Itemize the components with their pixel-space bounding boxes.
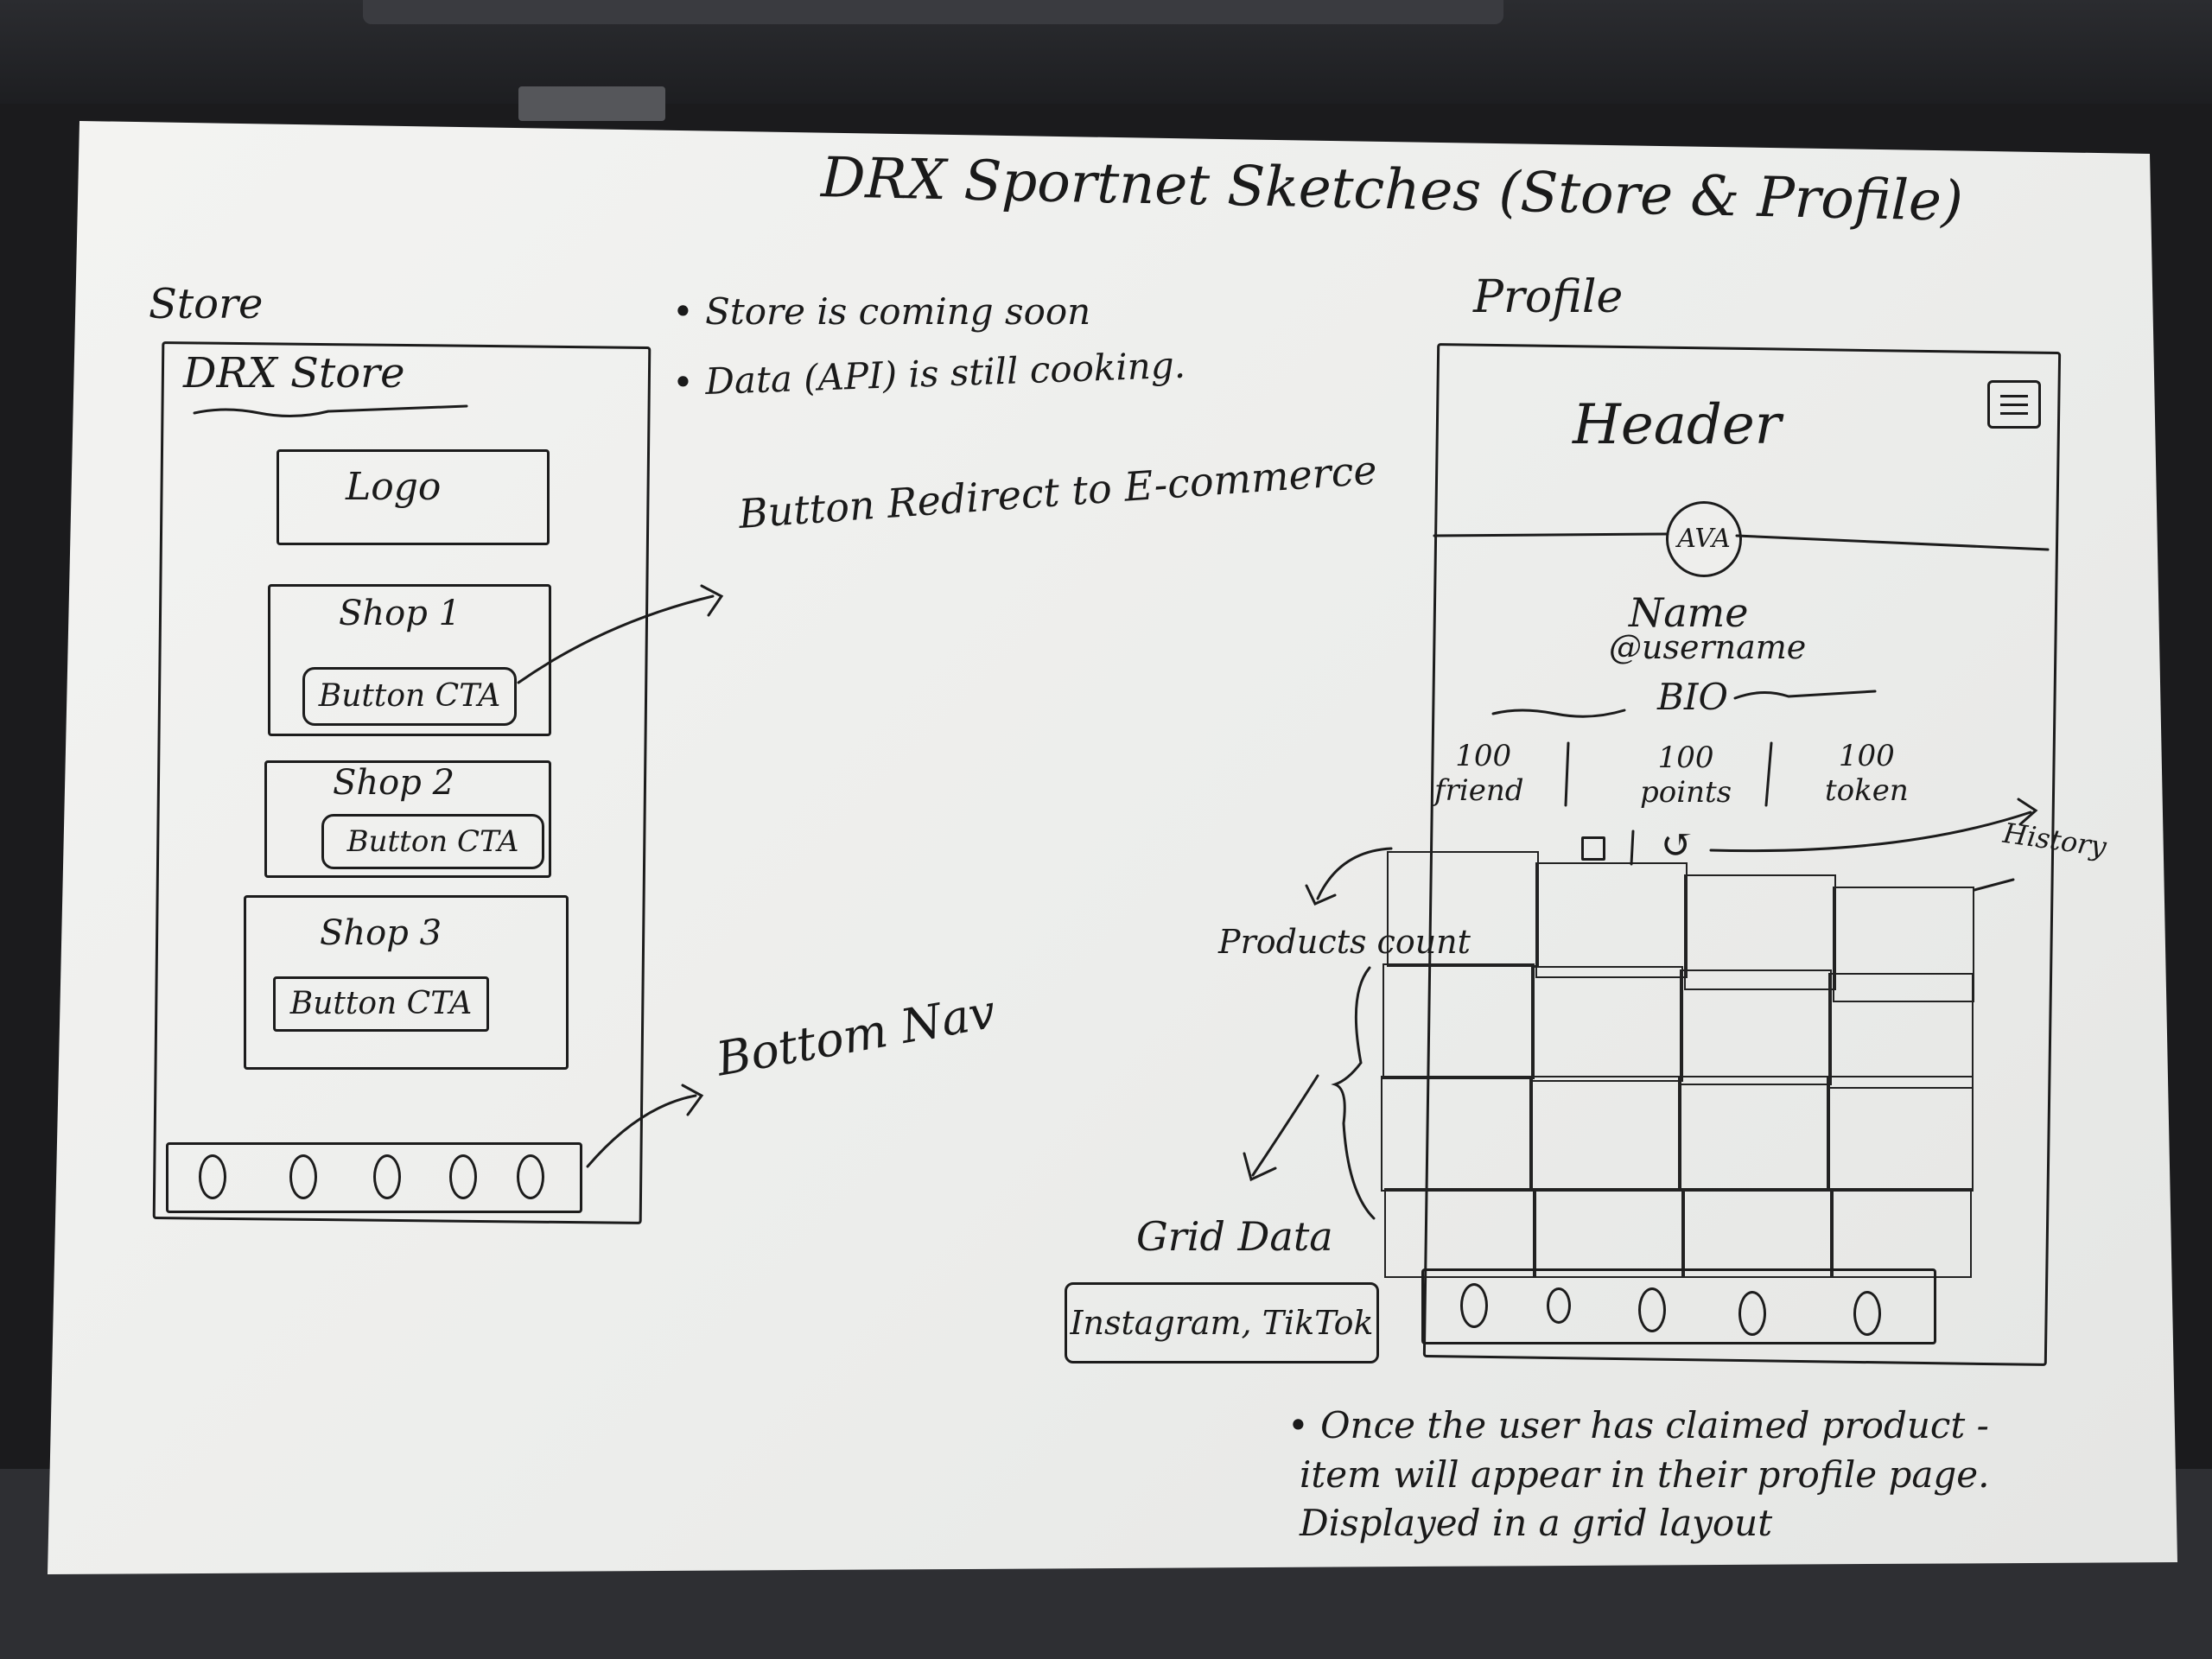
store-screen-title: DRX Store [183, 349, 405, 397]
arrowhead [1243, 1152, 1277, 1182]
profile-name: Name [1629, 589, 1749, 636]
menu-icon[interactable] [1987, 380, 2041, 429]
shop-cta-button[interactable]: Button CTA [302, 667, 517, 726]
footer-note-line: Displayed in a grid layout [1300, 1502, 1773, 1545]
profile-section-label: Profile [1473, 271, 1624, 323]
socials-label-box: Instagram, TikTok [1065, 1282, 1379, 1363]
stat-divider [1564, 741, 1773, 807]
nav-item-icon[interactable] [449, 1154, 477, 1199]
footer-note-line: item will appear in their profile page. [1300, 1452, 1990, 1496]
grid-cell[interactable] [1533, 1188, 1685, 1278]
profile-username: @username [1609, 628, 1807, 666]
stat-label: points [1640, 775, 1732, 810]
nav-item-icon[interactable] [199, 1154, 226, 1199]
shop-name: Shop 3 [320, 913, 442, 953]
nav-item-icon[interactable] [289, 1154, 317, 1199]
toggle-divider [1630, 830, 1635, 866]
bio-squiggle [1733, 690, 1877, 700]
stat-value: 100 [1657, 741, 1714, 775]
nav-item-icon[interactable] [1460, 1283, 1488, 1328]
grid-cell[interactable] [1827, 1076, 1974, 1192]
shop-cta-button[interactable]: Button CTA [273, 976, 489, 1032]
grid-cell[interactable] [1531, 966, 1683, 1082]
stat-token: 100 token [1825, 741, 1909, 805]
shop-card [268, 584, 551, 736]
grid-view-icon[interactable] [1581, 836, 1605, 861]
stat-label: token [1825, 773, 1909, 808]
stat-friend: 100 friend [1434, 741, 1524, 805]
shop-cta-label: Button CTA [346, 824, 519, 859]
laptop-hinge [518, 86, 665, 121]
footer-note: • Once the user has claimed product - it… [1287, 1402, 1989, 1548]
arrowhead [2017, 798, 2038, 826]
grid-cell[interactable] [1828, 973, 1974, 1089]
footer-note-line: Once the user has claimed product - [1320, 1404, 1989, 1446]
arrow-history [1709, 810, 2032, 853]
title-underline [193, 404, 468, 418]
history-connector [1973, 878, 2015, 892]
note-text: Store is coming soon [705, 290, 1091, 333]
arrowhead [1305, 884, 1337, 906]
arrowhead [700, 584, 724, 617]
store-bottom-nav [166, 1142, 582, 1213]
shop-name: Shop 2 [333, 763, 455, 803]
note-coming-soon: • Store is coming soon [672, 290, 1091, 333]
shop-card [264, 760, 551, 878]
grid-cell[interactable] [1830, 1188, 1972, 1278]
shop-cta-label: Button CTA [318, 678, 501, 714]
stat-value: 100 [1838, 739, 1895, 773]
shop-name: Shop 1 [339, 594, 461, 633]
arrow-products-count [1316, 847, 1393, 900]
stat-points: 100 points [1640, 743, 1732, 807]
bio-squiggle [1491, 709, 1626, 718]
grid-cell[interactable] [1535, 862, 1688, 978]
grid-cell[interactable] [1384, 1188, 1536, 1278]
avatar[interactable]: AVA [1666, 501, 1742, 577]
profile-header-label: Header [1573, 393, 1782, 457]
grid-brace [1331, 966, 1376, 1220]
annotation-products-count: Products count [1218, 923, 1471, 961]
arrow-grid-data [1251, 1074, 1319, 1177]
shop-card [244, 895, 569, 1070]
grid-cell[interactable] [1833, 887, 1974, 1002]
store-section-label: Store [149, 280, 264, 328]
nav-item-icon[interactable] [1853, 1291, 1881, 1336]
arrow-bottom-nav [586, 1094, 697, 1168]
history-icon[interactable]: ↺ [1661, 821, 1694, 868]
grid-cell[interactable] [1387, 851, 1539, 967]
nav-item-icon[interactable] [1738, 1291, 1766, 1336]
profile-bottom-nav [1421, 1268, 1936, 1344]
socials-label: Instagram, TikTok [1070, 1304, 1374, 1342]
grid-cell[interactable] [1680, 969, 1832, 1085]
arrowhead [681, 1084, 704, 1116]
grid-cell[interactable] [1529, 1076, 1681, 1192]
annotation-grid-data: Grid Data [1136, 1213, 1333, 1260]
nav-item-icon[interactable] [517, 1154, 544, 1199]
store-logo-box [276, 449, 550, 545]
nav-item-icon[interactable] [1638, 1287, 1666, 1332]
shop-cta-button[interactable]: Button CTA [321, 814, 544, 869]
grid-cell[interactable] [1678, 1076, 1830, 1192]
stat-label: friend [1434, 773, 1524, 808]
store-logo-label: Logo [346, 465, 442, 509]
grid-cell[interactable] [1381, 1076, 1533, 1192]
laptop-edge [363, 0, 1503, 24]
stat-value: 100 [1455, 739, 1512, 773]
header-divider [1433, 532, 2050, 551]
arrow-redirect [517, 594, 715, 684]
profile-bio: BIO [1657, 676, 1728, 718]
grid-cell[interactable] [1382, 963, 1535, 1079]
grid-cell[interactable] [1681, 1188, 1834, 1278]
avatar-label: AVA [1677, 524, 1731, 554]
grid-cell[interactable] [1684, 874, 1836, 990]
nav-item-icon[interactable] [1547, 1287, 1571, 1324]
shop-cta-label: Button CTA [289, 986, 473, 1021]
nav-item-icon[interactable] [373, 1154, 401, 1199]
